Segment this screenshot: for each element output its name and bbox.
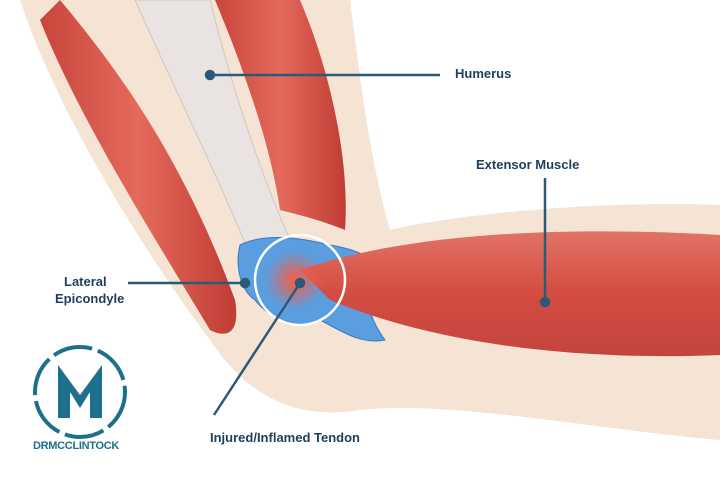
extensor-muscle [300, 231, 720, 357]
triceps-muscle [215, 0, 346, 230]
injured-tendon-label: Injured/Inflamed Tendon [210, 430, 360, 445]
inflammation-circle [253, 233, 347, 327]
lateral-epicondyle-label-line1: Lateral [64, 274, 107, 289]
arm-skin [20, 0, 720, 440]
biceps-muscle [40, 0, 237, 334]
extensor-muscle-label: Extensor Muscle [476, 157, 580, 172]
logo-name: DRMCCLINTOCK [33, 440, 120, 452]
lateral-epicondyle-label-line2: Epicondyle [55, 291, 125, 306]
logo-emblem [33, 345, 127, 439]
humerus-label: Humerus [455, 66, 512, 81]
